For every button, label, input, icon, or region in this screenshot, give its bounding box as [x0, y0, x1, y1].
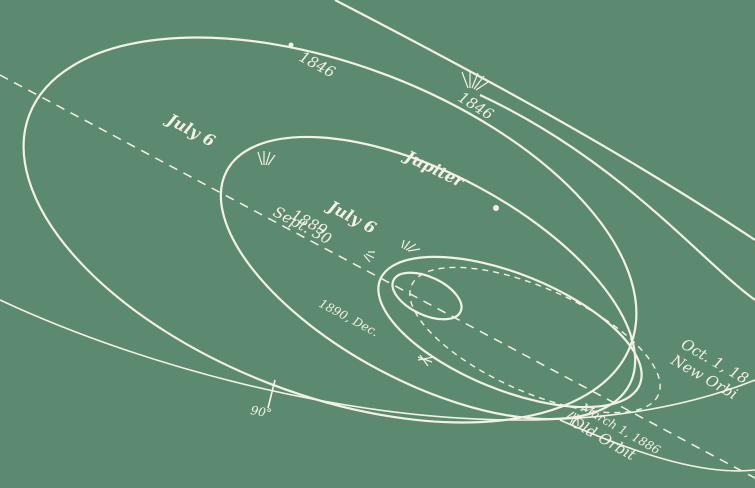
label-90-deg: 90° [249, 403, 272, 420]
upper-sweep-arc [335, 0, 755, 240]
upper-sweep-arc-2 [480, 95, 755, 300]
label-1890-dec: 1890, Dec. [317, 296, 381, 339]
fan-july6-lower [402, 240, 420, 251]
dot-1846-left [289, 43, 294, 48]
fan-sept30 [364, 252, 375, 262]
lower-long-arc [0, 300, 755, 420]
line-of-apsides [0, 75, 755, 478]
fan-july6-upper [258, 151, 275, 165]
label-jupiter: Jupiter [400, 145, 469, 191]
jupiter-dot [493, 205, 499, 211]
label-july6-upper: July 6 [161, 108, 218, 150]
new-orbit [358, 226, 661, 438]
